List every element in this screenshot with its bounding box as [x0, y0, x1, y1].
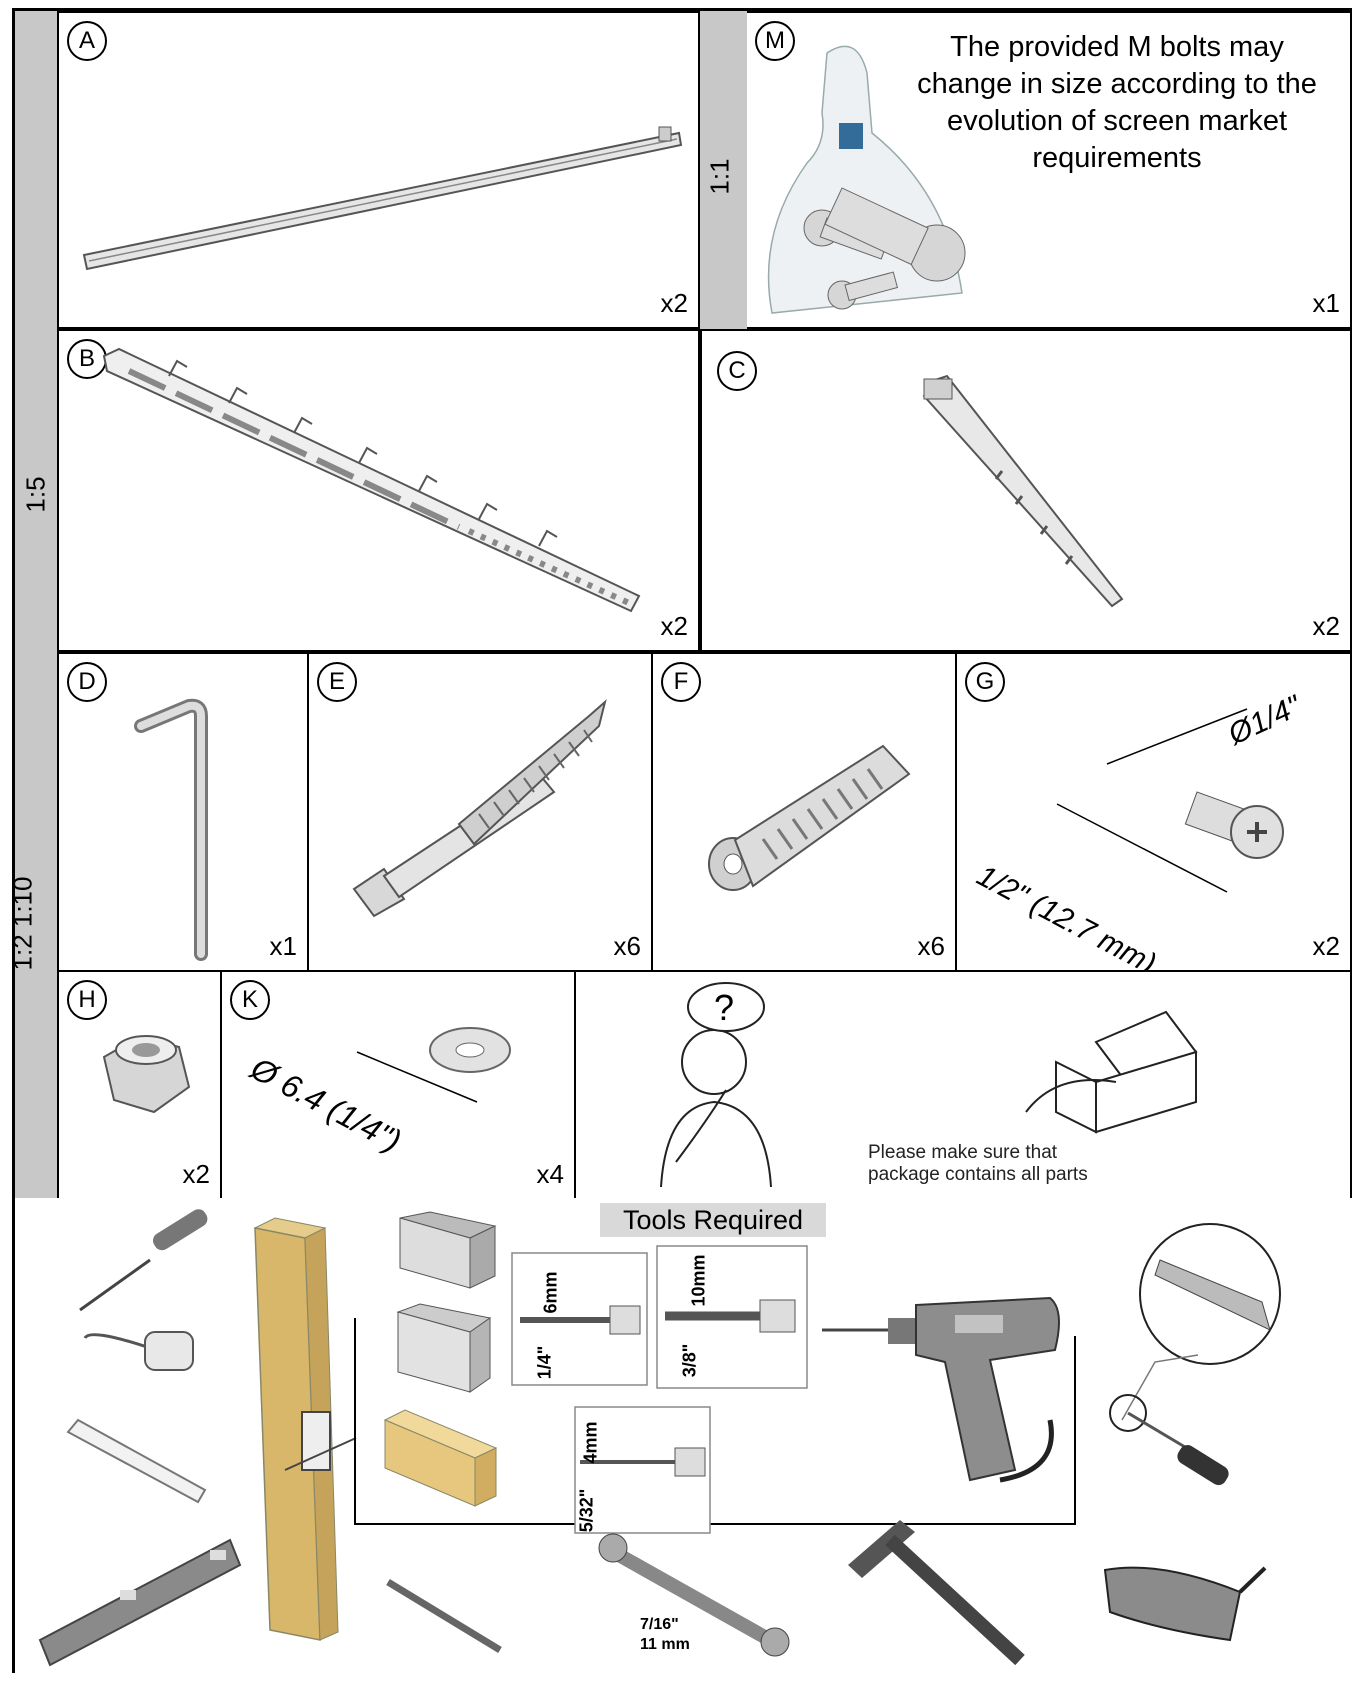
- part-d-qty: x1: [269, 931, 297, 961]
- part-letter-f: F: [661, 662, 701, 702]
- part-e-cell: E x6: [307, 652, 653, 972]
- bolt-size-note: The provided M bolts may change in size …: [917, 31, 1317, 174]
- bracket-b-image: [102, 347, 641, 613]
- part-letter-c: C: [717, 351, 757, 391]
- lock-nut-image: [102, 1035, 191, 1114]
- wrench-size-inch: 7/16": [640, 1616, 679, 1633]
- lag-screw-image: [352, 699, 607, 918]
- tools-required-title: Tools Required: [600, 1203, 826, 1237]
- part-f-qty: x6: [917, 931, 945, 961]
- part-letter-m: M: [755, 21, 795, 61]
- bit-3-8-label: 3/8": [679, 1343, 700, 1378]
- package-note-line1: Please make sure that: [868, 1142, 1058, 1163]
- part-letter-a: A: [67, 21, 107, 61]
- bit-10mm-label: 10mm: [688, 1254, 709, 1307]
- tools-cell: [15, 1198, 1352, 1673]
- part-k-qty: x4: [536, 1159, 564, 1189]
- wall-anchor-image: [708, 744, 911, 891]
- wrench-size-mm: 11 mm: [640, 1636, 690, 1653]
- part-c-qty: x2: [1312, 611, 1340, 641]
- washer-image: [356, 1027, 511, 1103]
- bracket-c-image: [922, 374, 1124, 608]
- part-b-cell: B x2: [57, 329, 700, 652]
- package-note-line2: package contains all parts: [868, 1164, 1088, 1185]
- bit-1-4-label: 1/4": [534, 1345, 555, 1380]
- part-k-cell: K Ø 6.4 (1/4") x4: [220, 970, 576, 1200]
- rail-a-image: [82, 126, 683, 271]
- part-h-qty: x2: [182, 1159, 210, 1189]
- part-c-cell: C x2: [700, 329, 1352, 652]
- part-f-cell: F x6: [651, 652, 957, 972]
- open-box-icon: [1025, 1010, 1198, 1134]
- screw-g-image: [1056, 708, 1284, 893]
- part-d-cell: D x1: [57, 652, 309, 972]
- part-e-qty: x6: [613, 931, 641, 961]
- part-letter-e: E: [317, 662, 357, 702]
- part-m-qty: x1: [1312, 288, 1340, 318]
- scale-label-1-2-1-10: 1:2 1:10: [7, 876, 38, 971]
- bit-4mm-label: 4mm: [580, 1421, 601, 1464]
- part-g-qty: x2: [1312, 931, 1340, 961]
- bit-6mm-label: 6mm: [540, 1271, 561, 1314]
- part-letter-g: G: [965, 662, 1005, 702]
- part-letter-d: D: [67, 662, 107, 702]
- package-check-note: Please make sure that package contains a…: [868, 1142, 1088, 1186]
- bit-5-32-label: 5/32": [576, 1488, 597, 1533]
- scale-strip-top-right: 1:1: [700, 11, 747, 329]
- part-letter-k: K: [230, 980, 270, 1020]
- part-h-cell: H x2: [57, 970, 222, 1200]
- hex-key-image: [134, 698, 208, 961]
- part-letter-h: H: [67, 980, 107, 1020]
- part-m-cell: M The provided M bolts may change in siz…: [747, 11, 1352, 329]
- scale-label-1-1: 1:1: [704, 158, 735, 195]
- scale-strip-row3: 1:2 1:10: [7, 652, 57, 1200]
- question-mark-icon: ?: [714, 987, 734, 1028]
- thinking-man-image: ?: [660, 982, 772, 1188]
- part-a-qty: x2: [660, 288, 688, 318]
- part-g-cell: G Ø1/4" 1/2" (12.7 mm) x2: [955, 652, 1352, 972]
- scale-strip-row2: 1:5: [15, 329, 57, 652]
- bolt-bag-image: [767, 45, 966, 314]
- scale-strip-top-left: [15, 11, 57, 329]
- part-b-qty: x2: [660, 611, 688, 641]
- scale-label-1-5: 1:5: [20, 476, 51, 513]
- part-a-cell: A x2: [57, 11, 700, 329]
